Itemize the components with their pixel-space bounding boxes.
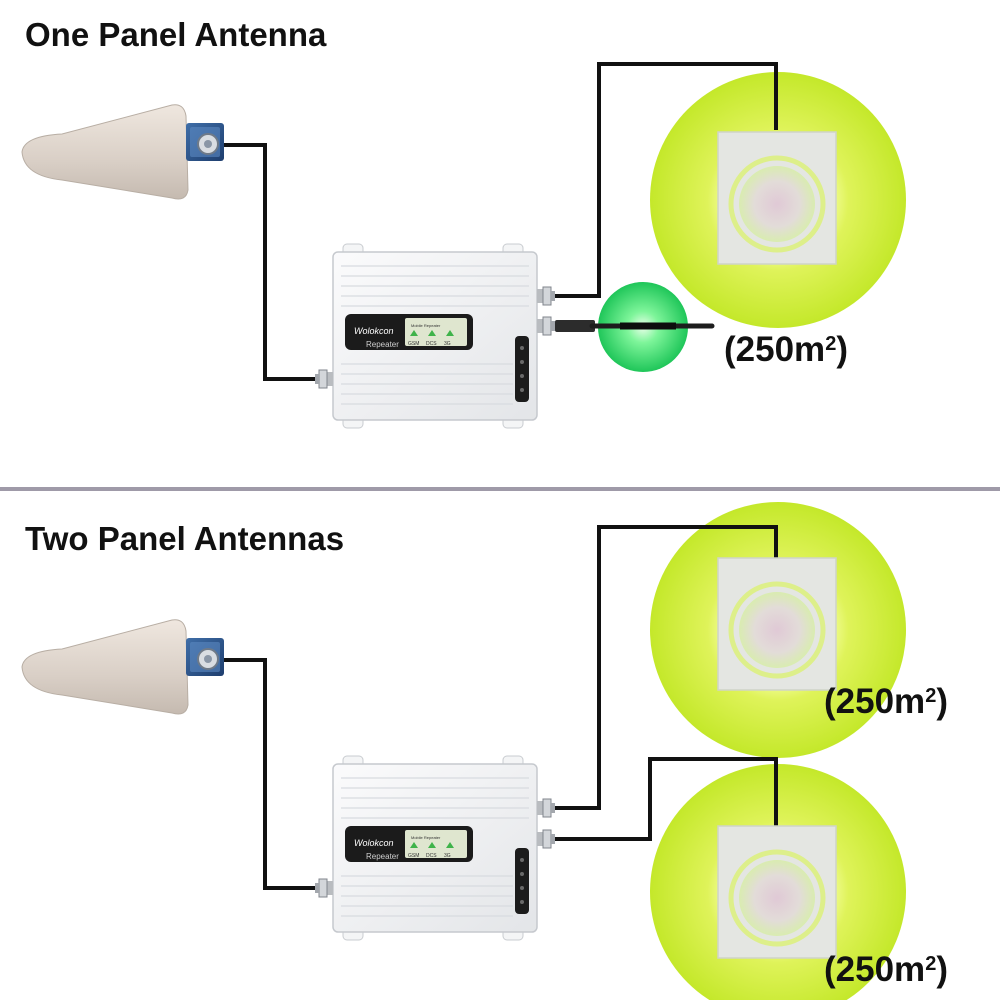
yagi-antenna-icon	[21, 618, 225, 715]
panel-antenna-icon	[718, 826, 836, 958]
section-two-panels: Wolokcon Repeater Mobile Repeater GSM DC…	[21, 502, 906, 1000]
band-label: DCS	[426, 341, 437, 347]
cable	[553, 62, 778, 298]
repeater-brand: Wolokcon	[354, 326, 394, 336]
cable	[224, 143, 318, 381]
panel-antenna-icon	[718, 132, 836, 264]
panel-antenna-icon	[718, 558, 836, 690]
section-one-panel: Wolokcon Repeater Mobile Repeater GSM DC…	[21, 62, 906, 429]
repeater-brand: Wolokcon	[354, 838, 394, 848]
band-label: GSM	[408, 341, 419, 347]
cable	[224, 658, 318, 890]
band-label: 3G	[444, 341, 451, 347]
section-title-one-panel: One Panel Antenna	[25, 16, 327, 53]
repeater-device-icon: Wolokcon Repeater Mobile Repeater GSM DC…	[314, 755, 556, 941]
coverage-area-label: (250m2)	[724, 330, 848, 369]
cable	[553, 757, 778, 841]
section-divider	[0, 487, 1000, 491]
whip-antenna-icon	[555, 320, 715, 332]
repeater-name: Repeater	[366, 340, 399, 349]
signal-icon	[410, 330, 454, 336]
section-title-two-panels: Two Panel Antennas	[25, 520, 345, 557]
coverage-area-label: (250m2)	[824, 950, 948, 989]
signal-icon	[410, 842, 454, 848]
cable	[553, 525, 778, 810]
repeater-device-icon: Wolokcon Repeater Mobile Repeater GSM DC…	[314, 243, 556, 429]
coverage-area-label: (250m2)	[824, 682, 948, 721]
yagi-antenna-icon	[21, 103, 225, 200]
band-label: 3G	[444, 853, 451, 859]
repeater-screen-title: Mobile Repeater	[411, 835, 441, 840]
band-label: DCS	[426, 853, 437, 859]
band-label: GSM	[408, 853, 419, 859]
repeater-name: Repeater	[366, 852, 399, 861]
repeater-screen-title: Mobile Repeater	[411, 323, 441, 328]
